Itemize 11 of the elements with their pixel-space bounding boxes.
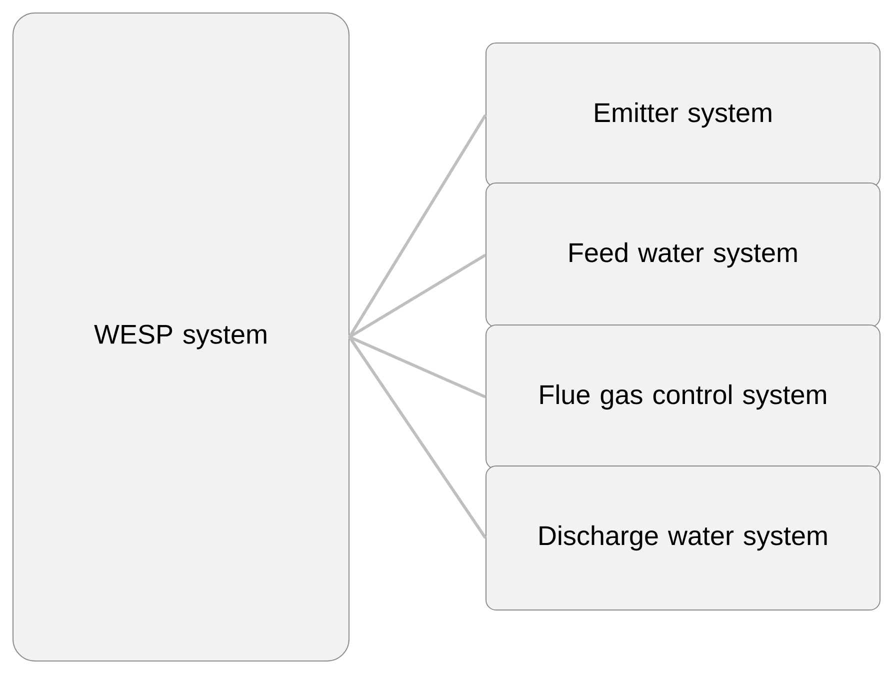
node-label: Emitter system	[595, 102, 772, 128]
process-box: Emitter system	[486, 42, 880, 188]
connector-line	[348, 336, 486, 398]
connector-line	[348, 114, 487, 338]
process-box: Flue gas control system	[486, 324, 880, 470]
process-box: WESP system	[12, 12, 350, 662]
process-box: Discharge water system	[486, 466, 880, 610]
connector-line	[348, 254, 486, 338]
connector-line	[348, 336, 487, 539]
node-label: Flue gas control system	[540, 384, 826, 410]
process-box: Feed water system	[486, 182, 880, 328]
